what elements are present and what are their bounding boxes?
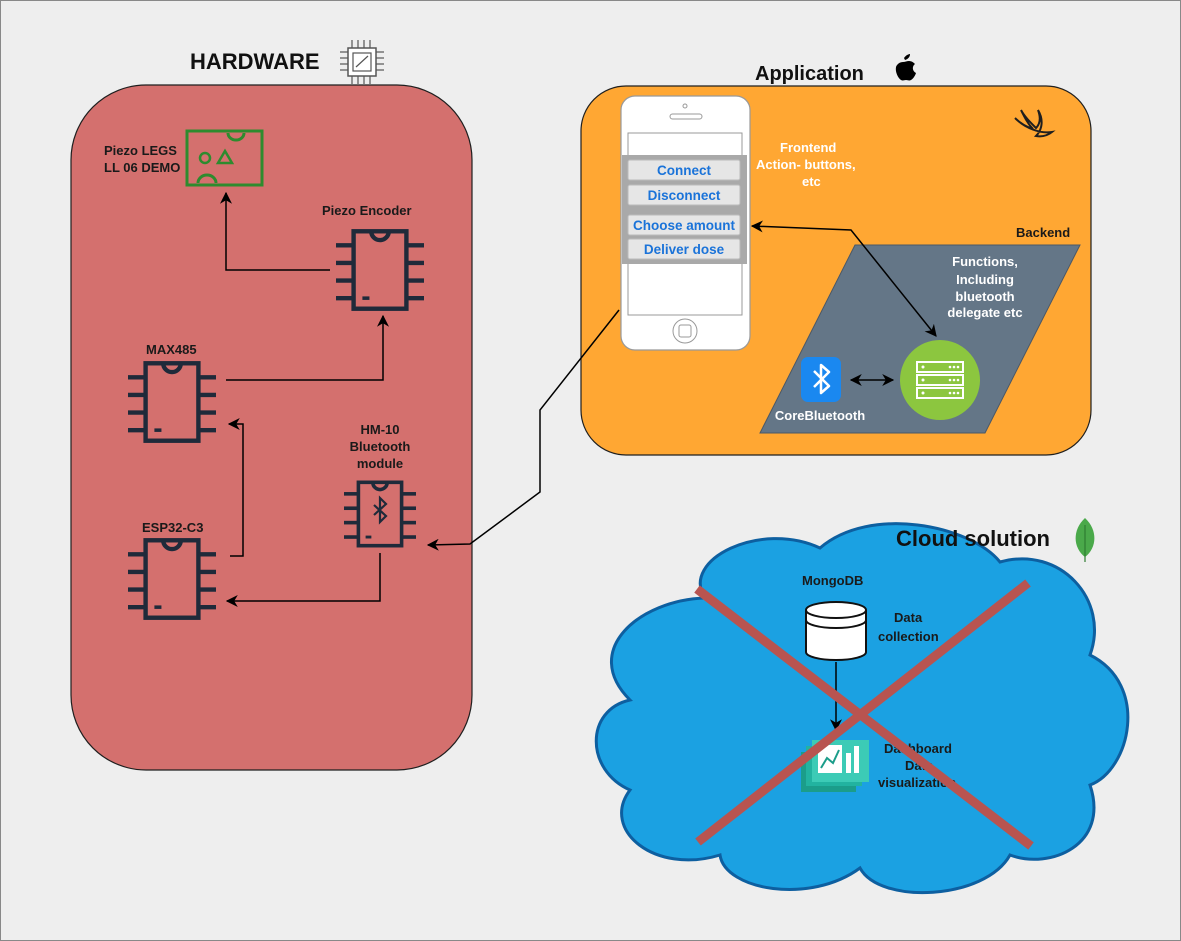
connect-button-label: Connect bbox=[657, 163, 712, 178]
deliver-dose-button[interactable]: Deliver dose bbox=[627, 238, 741, 260]
connect-button[interactable]: Connect bbox=[627, 159, 741, 181]
esp32-to-max485-arrow bbox=[227, 418, 244, 557]
hm10-bluetooth-icon bbox=[373, 495, 388, 525]
hm10-label-line3: module bbox=[357, 456, 403, 471]
leaf-icon bbox=[1075, 518, 1095, 562]
max485-label: MAX485 bbox=[146, 342, 197, 357]
frontend-desc-line1: Action- buttons, bbox=[756, 157, 856, 172]
cross-out-mark bbox=[694, 579, 1034, 850]
hardware-title: HARDWARE bbox=[190, 49, 320, 74]
bluetooth-icon bbox=[801, 357, 841, 402]
functions-label-line2: Including bbox=[956, 272, 1014, 287]
piezo-encoder-label: Piezo Encoder bbox=[322, 203, 412, 218]
data-collection-label-line2: collection bbox=[878, 629, 939, 644]
encoder-to-legs-arrow bbox=[220, 191, 330, 271]
piezo-legs-label: Piezo LEGS bbox=[104, 143, 177, 158]
swift-icon bbox=[1014, 109, 1056, 138]
piezo-legs-model-label: LL 06 DEMO bbox=[104, 160, 180, 175]
frontend-backend-arrow bbox=[750, 220, 937, 337]
cloud-title: Cloud solution bbox=[896, 526, 1050, 551]
chip-icon bbox=[340, 40, 384, 84]
functions-label-line3: bluetooth bbox=[955, 289, 1014, 304]
hm10-label-line2: Bluetooth bbox=[350, 439, 411, 454]
mongodb-label: MongoDB bbox=[802, 573, 863, 588]
disconnect-button-label: Disconnect bbox=[648, 188, 721, 203]
hm10-label: HM-10 bbox=[360, 422, 399, 437]
esp32-label: ESP32-C3 bbox=[142, 520, 203, 535]
functions-label: Functions, bbox=[952, 254, 1018, 269]
deliver-dose-button-label: Deliver dose bbox=[644, 242, 725, 257]
disconnect-button[interactable]: Disconnect bbox=[627, 184, 741, 206]
backend-label: Backend bbox=[1016, 225, 1070, 240]
apple-icon bbox=[895, 54, 916, 81]
circuit-board-icon bbox=[185, 129, 264, 187]
frontend-label: Frontend bbox=[780, 140, 836, 155]
server-icon bbox=[900, 340, 980, 420]
app-to-hm10-arrow bbox=[426, 309, 620, 551]
hardware-container bbox=[70, 84, 473, 771]
functions-label-line4: delegate etc bbox=[947, 305, 1022, 320]
database-icon bbox=[805, 601, 867, 661]
choose-amount-button-label: Choose amount bbox=[633, 218, 736, 233]
application-title: Application bbox=[755, 63, 864, 85]
corebluetooth-label: CoreBluetooth bbox=[775, 408, 865, 423]
hm10-to-esp32-arrow bbox=[225, 553, 381, 607]
data-collection-label: Data bbox=[894, 610, 923, 625]
frontend-desc-line2: etc bbox=[802, 174, 821, 189]
choose-amount-button[interactable]: Choose amount bbox=[627, 214, 741, 236]
max485-to-encoder-arrow bbox=[226, 314, 389, 381]
